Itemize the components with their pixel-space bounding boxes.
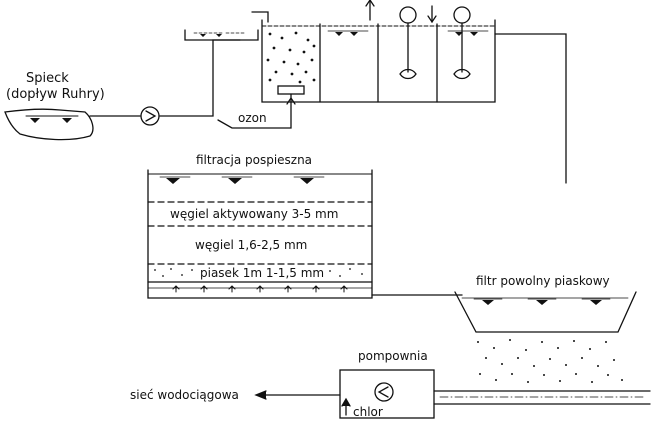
sand-stipple xyxy=(154,268,363,277)
underdrain-nozzles xyxy=(172,285,348,293)
inlet-pump xyxy=(140,106,160,126)
ozone-diffuser xyxy=(217,85,305,129)
chlorine-label: chlor xyxy=(353,405,383,419)
slow-sand-filter xyxy=(454,291,637,333)
layer-carbon-label: węgiel 1,6-2,5 mm xyxy=(195,238,308,252)
ozone-label: ozon xyxy=(238,111,267,125)
mixer-right xyxy=(453,6,471,80)
slow-filter-sand xyxy=(477,339,623,383)
rapid-filter xyxy=(147,169,463,299)
inlet-pipe xyxy=(89,39,241,117)
collector-pipe xyxy=(433,390,651,405)
water-network-label: sieć wodociągowa xyxy=(130,388,239,402)
layer-sand-label: piasek 1m 1-1,5 mm xyxy=(200,266,325,280)
outlet-arrow xyxy=(254,390,341,400)
layer-activated-carbon-label: węgiel aktywowany 3-5 mm xyxy=(170,207,339,221)
chlorine-arrow xyxy=(341,397,351,416)
rapid-filtration-label: filtracja pospieszna xyxy=(196,153,313,167)
source-basin xyxy=(4,108,94,141)
pump-station-label: pompownia xyxy=(358,349,428,363)
mixer-left xyxy=(399,6,417,80)
ozone-tank-block xyxy=(251,0,567,184)
ozone-bubbles xyxy=(266,31,316,84)
mixing-channel xyxy=(184,29,259,41)
slow-filter-label: filtr powolny piaskowy xyxy=(476,274,610,288)
source-name-label: Spieck xyxy=(26,71,69,86)
pump-station xyxy=(339,369,435,419)
source-sub-label: (dopływ Ruhry) xyxy=(6,87,105,102)
